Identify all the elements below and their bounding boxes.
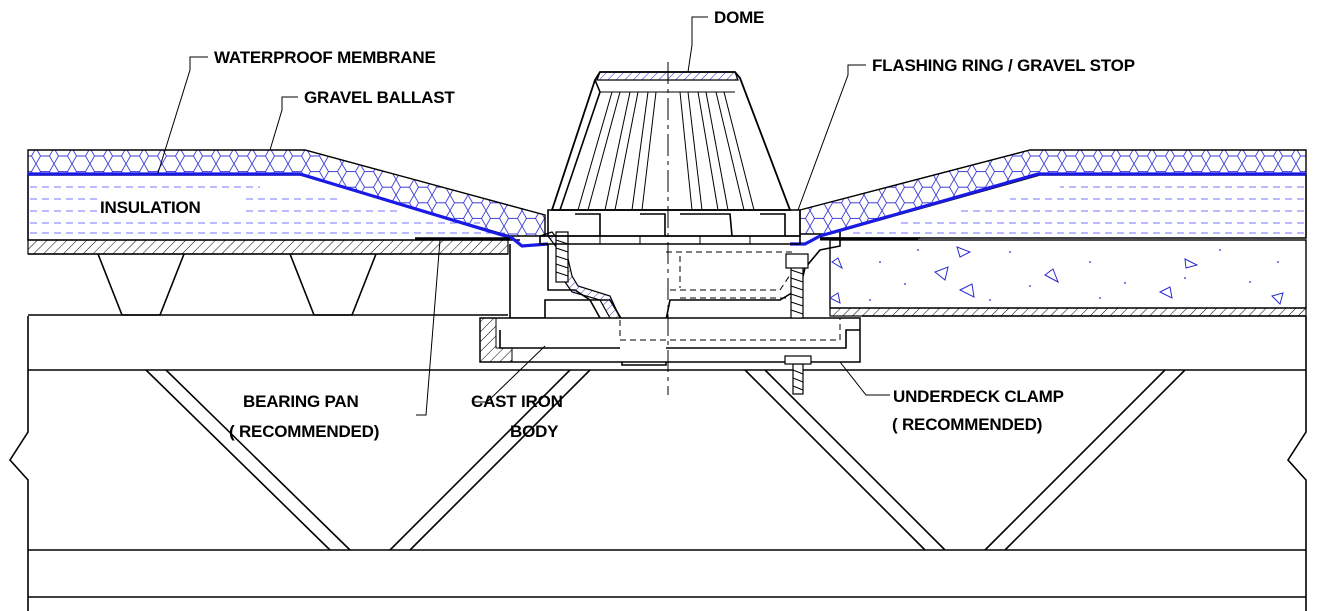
joist-structure: [8, 315, 1307, 611]
label-flashing-ring: FLASHING RING / GRAVEL STOP: [872, 56, 1135, 75]
insulation-label-bg: [97, 195, 245, 219]
label-dome: DOME: [714, 8, 764, 27]
label-cast-iron: CAST IRON: [471, 392, 563, 411]
label-underdeck-recommended: ( RECOMMENDED): [892, 415, 1042, 434]
label-body: BODY: [510, 422, 559, 441]
concrete-deck-right: [828, 239, 1307, 317]
cast-iron-drain-body: [415, 231, 920, 395]
label-insulation: INSULATION: [100, 198, 201, 217]
label-waterproof-membrane: WATERPROOF MEMBRANE: [214, 48, 436, 67]
label-bearing-pan: BEARING PAN: [243, 392, 359, 411]
leader-lines: [157, 16, 890, 416]
membrane-left: [28, 172, 549, 248]
label-underdeck-clamp: UNDERDECK CLAMP: [893, 387, 1064, 406]
dome: [547, 62, 801, 395]
metal-deck-left: [27, 239, 509, 316]
label-gravel-ballast: GRAVEL BALLAST: [304, 88, 455, 107]
label-bearing-pan-recommended: ( RECOMMENDED): [229, 422, 379, 441]
